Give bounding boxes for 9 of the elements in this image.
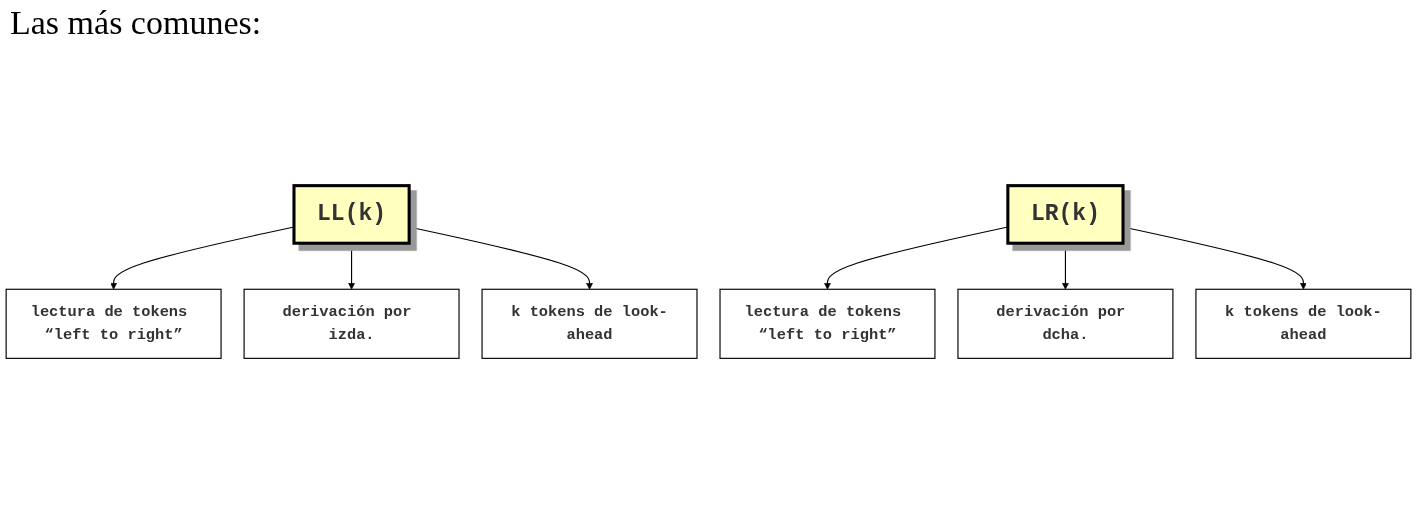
heading: Las más comunes: [10,4,262,42]
node-box: lectura de tokens “left to right” [5,288,222,359]
node-box: k tokens de look-ahead [1195,288,1412,359]
node-box: k tokens de look-ahead [481,288,698,359]
node-box: LL(k) [292,184,411,245]
node-box: lectura de tokens “left to right” [719,288,936,359]
node-box: derivación por dcha. [957,288,1174,359]
node-box: LR(k) [1006,184,1125,245]
node-box: derivación por izda. [243,288,460,359]
